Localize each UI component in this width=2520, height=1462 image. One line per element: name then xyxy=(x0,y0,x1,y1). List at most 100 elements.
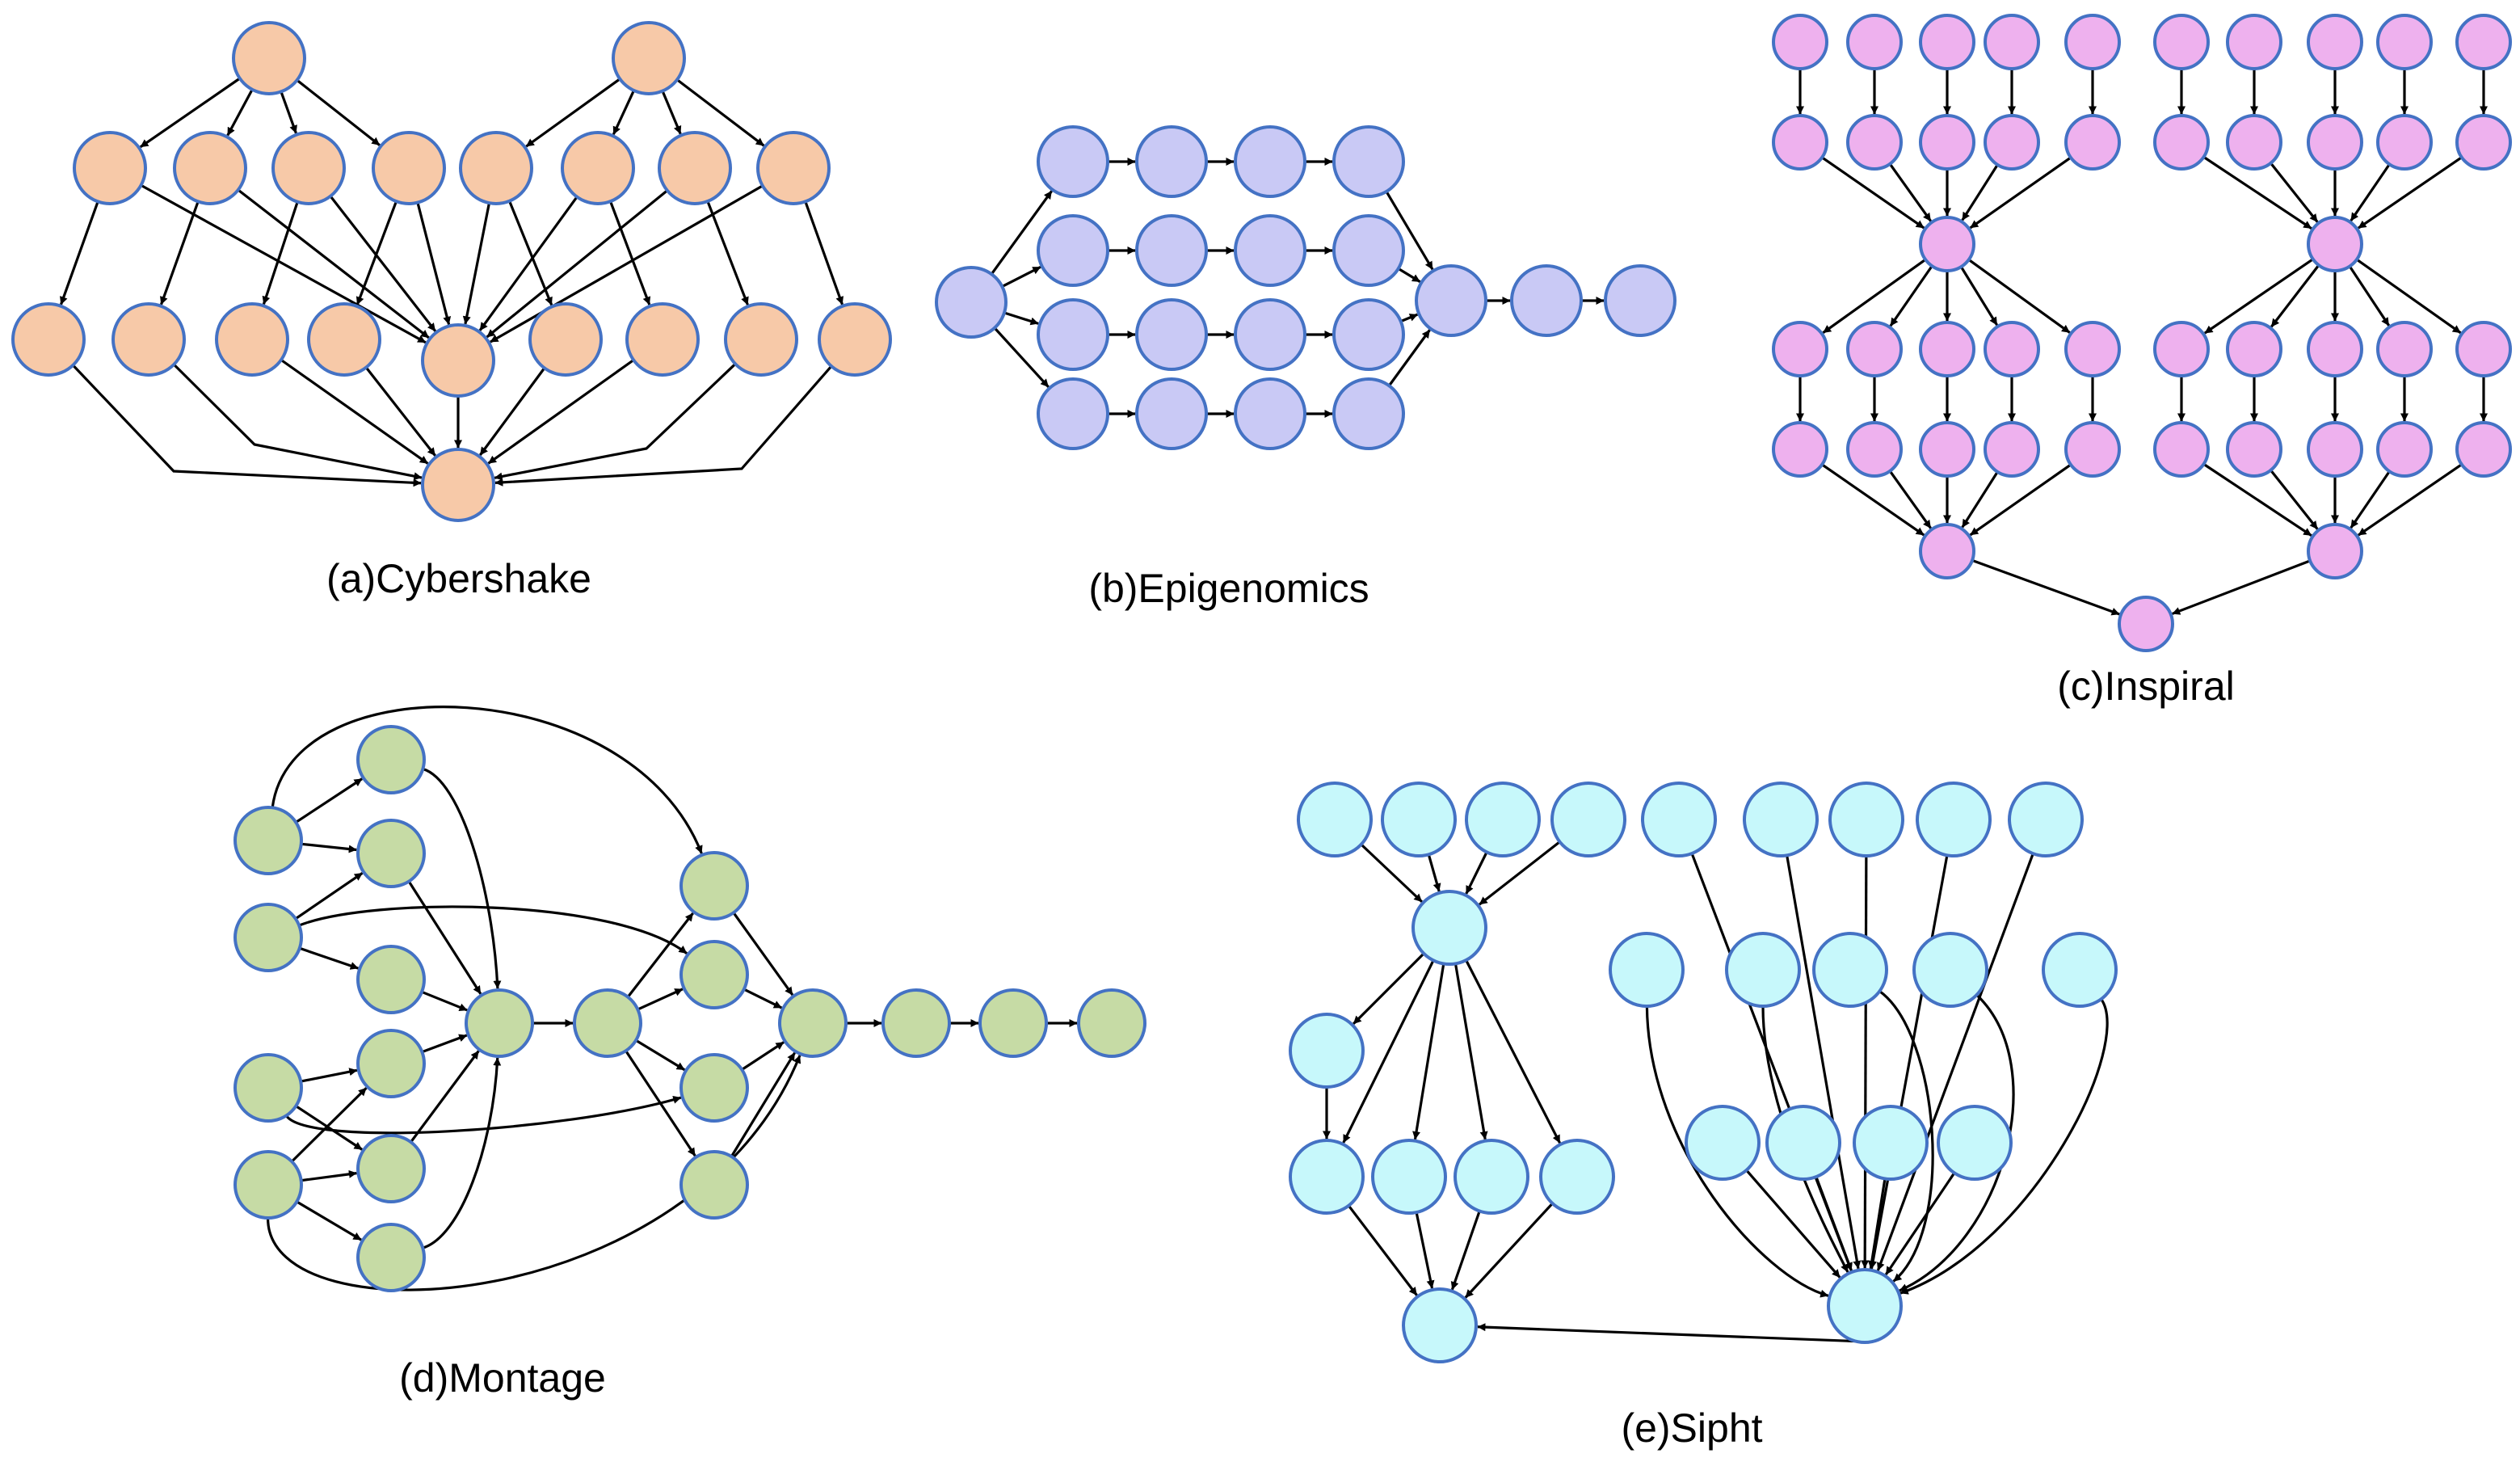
epigenomics-node xyxy=(1135,377,1208,450)
montage-node xyxy=(465,988,534,1058)
inspiral-node xyxy=(2153,114,2210,171)
montage-edge xyxy=(271,706,703,854)
epigenomics-node xyxy=(1332,214,1405,287)
cybershake-node xyxy=(73,131,147,205)
inspiral-node xyxy=(2226,321,2282,377)
montage-edge xyxy=(637,988,684,1011)
sipht-node xyxy=(1912,932,1988,1008)
inspiral-node xyxy=(1846,321,1903,377)
cybershake-node xyxy=(421,323,495,398)
montage-node xyxy=(233,806,303,875)
epigenomics-caption: (b)Epigenomics xyxy=(1088,566,1369,611)
inspiral-edge xyxy=(2270,264,2320,328)
inspiral-node xyxy=(2455,14,2512,70)
montage-caption: (d)Montage xyxy=(399,1355,606,1401)
epigenomics-node xyxy=(1234,298,1306,371)
cybershake-node xyxy=(11,302,86,377)
cybershake-edge xyxy=(804,200,844,305)
montage-node xyxy=(233,903,303,972)
montage-node xyxy=(356,819,426,888)
montage-edge xyxy=(732,912,794,996)
sipht-edge xyxy=(1427,853,1441,892)
inspiral-node xyxy=(1919,114,1975,171)
sipht-node xyxy=(1539,1139,1615,1215)
inspiral-node xyxy=(1919,421,1975,478)
epigenomics-node xyxy=(1037,298,1109,371)
cybershake-edge xyxy=(487,359,635,465)
cybershake-edge xyxy=(280,359,429,465)
inspiral-node xyxy=(1846,14,1903,70)
montage-edge xyxy=(299,946,359,970)
montage-edge xyxy=(300,1068,358,1083)
epigenomics-node xyxy=(1332,298,1405,371)
inspiral-node xyxy=(2455,321,2512,377)
montage-edge xyxy=(741,1041,785,1071)
sipht-node xyxy=(1454,1139,1529,1215)
inspiral-panel xyxy=(1772,14,2512,652)
inspiral-node xyxy=(2064,114,2121,171)
cybershake-edge xyxy=(508,200,553,305)
montage-node xyxy=(978,988,1048,1058)
inspiral-edge xyxy=(2202,155,2312,230)
inspiral-node xyxy=(1919,216,1975,272)
sipht-edge xyxy=(1465,959,1561,1144)
sipht-edge xyxy=(1360,843,1423,903)
montage-node xyxy=(778,988,848,1058)
montage-node xyxy=(679,1053,749,1123)
cybershake-node xyxy=(818,302,892,377)
cybershake-edge xyxy=(416,202,452,325)
cybershake-edge xyxy=(462,202,491,325)
sipht-edge xyxy=(1861,855,1870,1269)
inspiral-node xyxy=(2376,421,2433,478)
montage-node xyxy=(1077,988,1146,1058)
epigenomics-edge xyxy=(993,327,1050,388)
cybershake-edge xyxy=(364,366,436,457)
cybershake-node xyxy=(528,302,603,377)
epigenomics-node xyxy=(1415,264,1487,337)
epigenomics-edge xyxy=(1001,265,1041,288)
inspiral-node xyxy=(1772,114,1828,171)
montage-edge xyxy=(421,1034,468,1054)
epigenomics-edge xyxy=(990,190,1053,276)
cybershake-edge xyxy=(609,200,651,305)
inspiral-caption: (c)Inspiral xyxy=(2057,664,2234,709)
montage-edge xyxy=(298,905,688,954)
sipht-edge xyxy=(1745,1169,1841,1279)
sipht-node xyxy=(1937,1105,2013,1181)
montage-node xyxy=(356,1134,426,1203)
montage-node xyxy=(356,1223,426,1292)
epigenomics-edge xyxy=(1388,329,1431,387)
cybershake-node xyxy=(307,302,381,377)
montage-node xyxy=(573,988,642,1058)
epigenomics-panel xyxy=(935,125,1676,450)
inspiral-edge xyxy=(1889,265,1933,327)
cybershake-node xyxy=(612,21,686,95)
inspiral-edge xyxy=(1969,156,2072,230)
sipht-edge xyxy=(1412,963,1445,1140)
cybershake-node xyxy=(756,131,831,205)
cybershake-edge xyxy=(706,200,749,305)
cybershake-node xyxy=(421,448,495,522)
inspiral-node xyxy=(1919,14,1975,70)
epigenomics-node xyxy=(1037,377,1109,450)
cybershake-edge xyxy=(237,188,430,339)
sipht-edge xyxy=(1645,1005,1829,1298)
inspiral-edge xyxy=(2350,470,2391,529)
sipht-node xyxy=(1371,1139,1447,1215)
montage-node xyxy=(679,940,749,1009)
montage-edge xyxy=(421,990,468,1012)
sipht-node xyxy=(1725,932,1801,1008)
epigenomics-node xyxy=(1135,214,1208,287)
inspiral-node xyxy=(2307,321,2363,377)
cybershake-edge xyxy=(676,78,765,147)
sipht-node xyxy=(1827,1268,1903,1344)
cybershake-edge xyxy=(173,363,423,481)
sipht-node xyxy=(1685,1105,1761,1181)
inspiral-node xyxy=(2307,14,2363,70)
sipht-panel xyxy=(1289,782,2118,1363)
sipht-node xyxy=(1550,782,1626,857)
inspiral-edge xyxy=(1959,266,1999,327)
montage-edge xyxy=(422,1057,502,1249)
inspiral-node xyxy=(2307,421,2363,478)
inspiral-edge xyxy=(2202,462,2312,537)
